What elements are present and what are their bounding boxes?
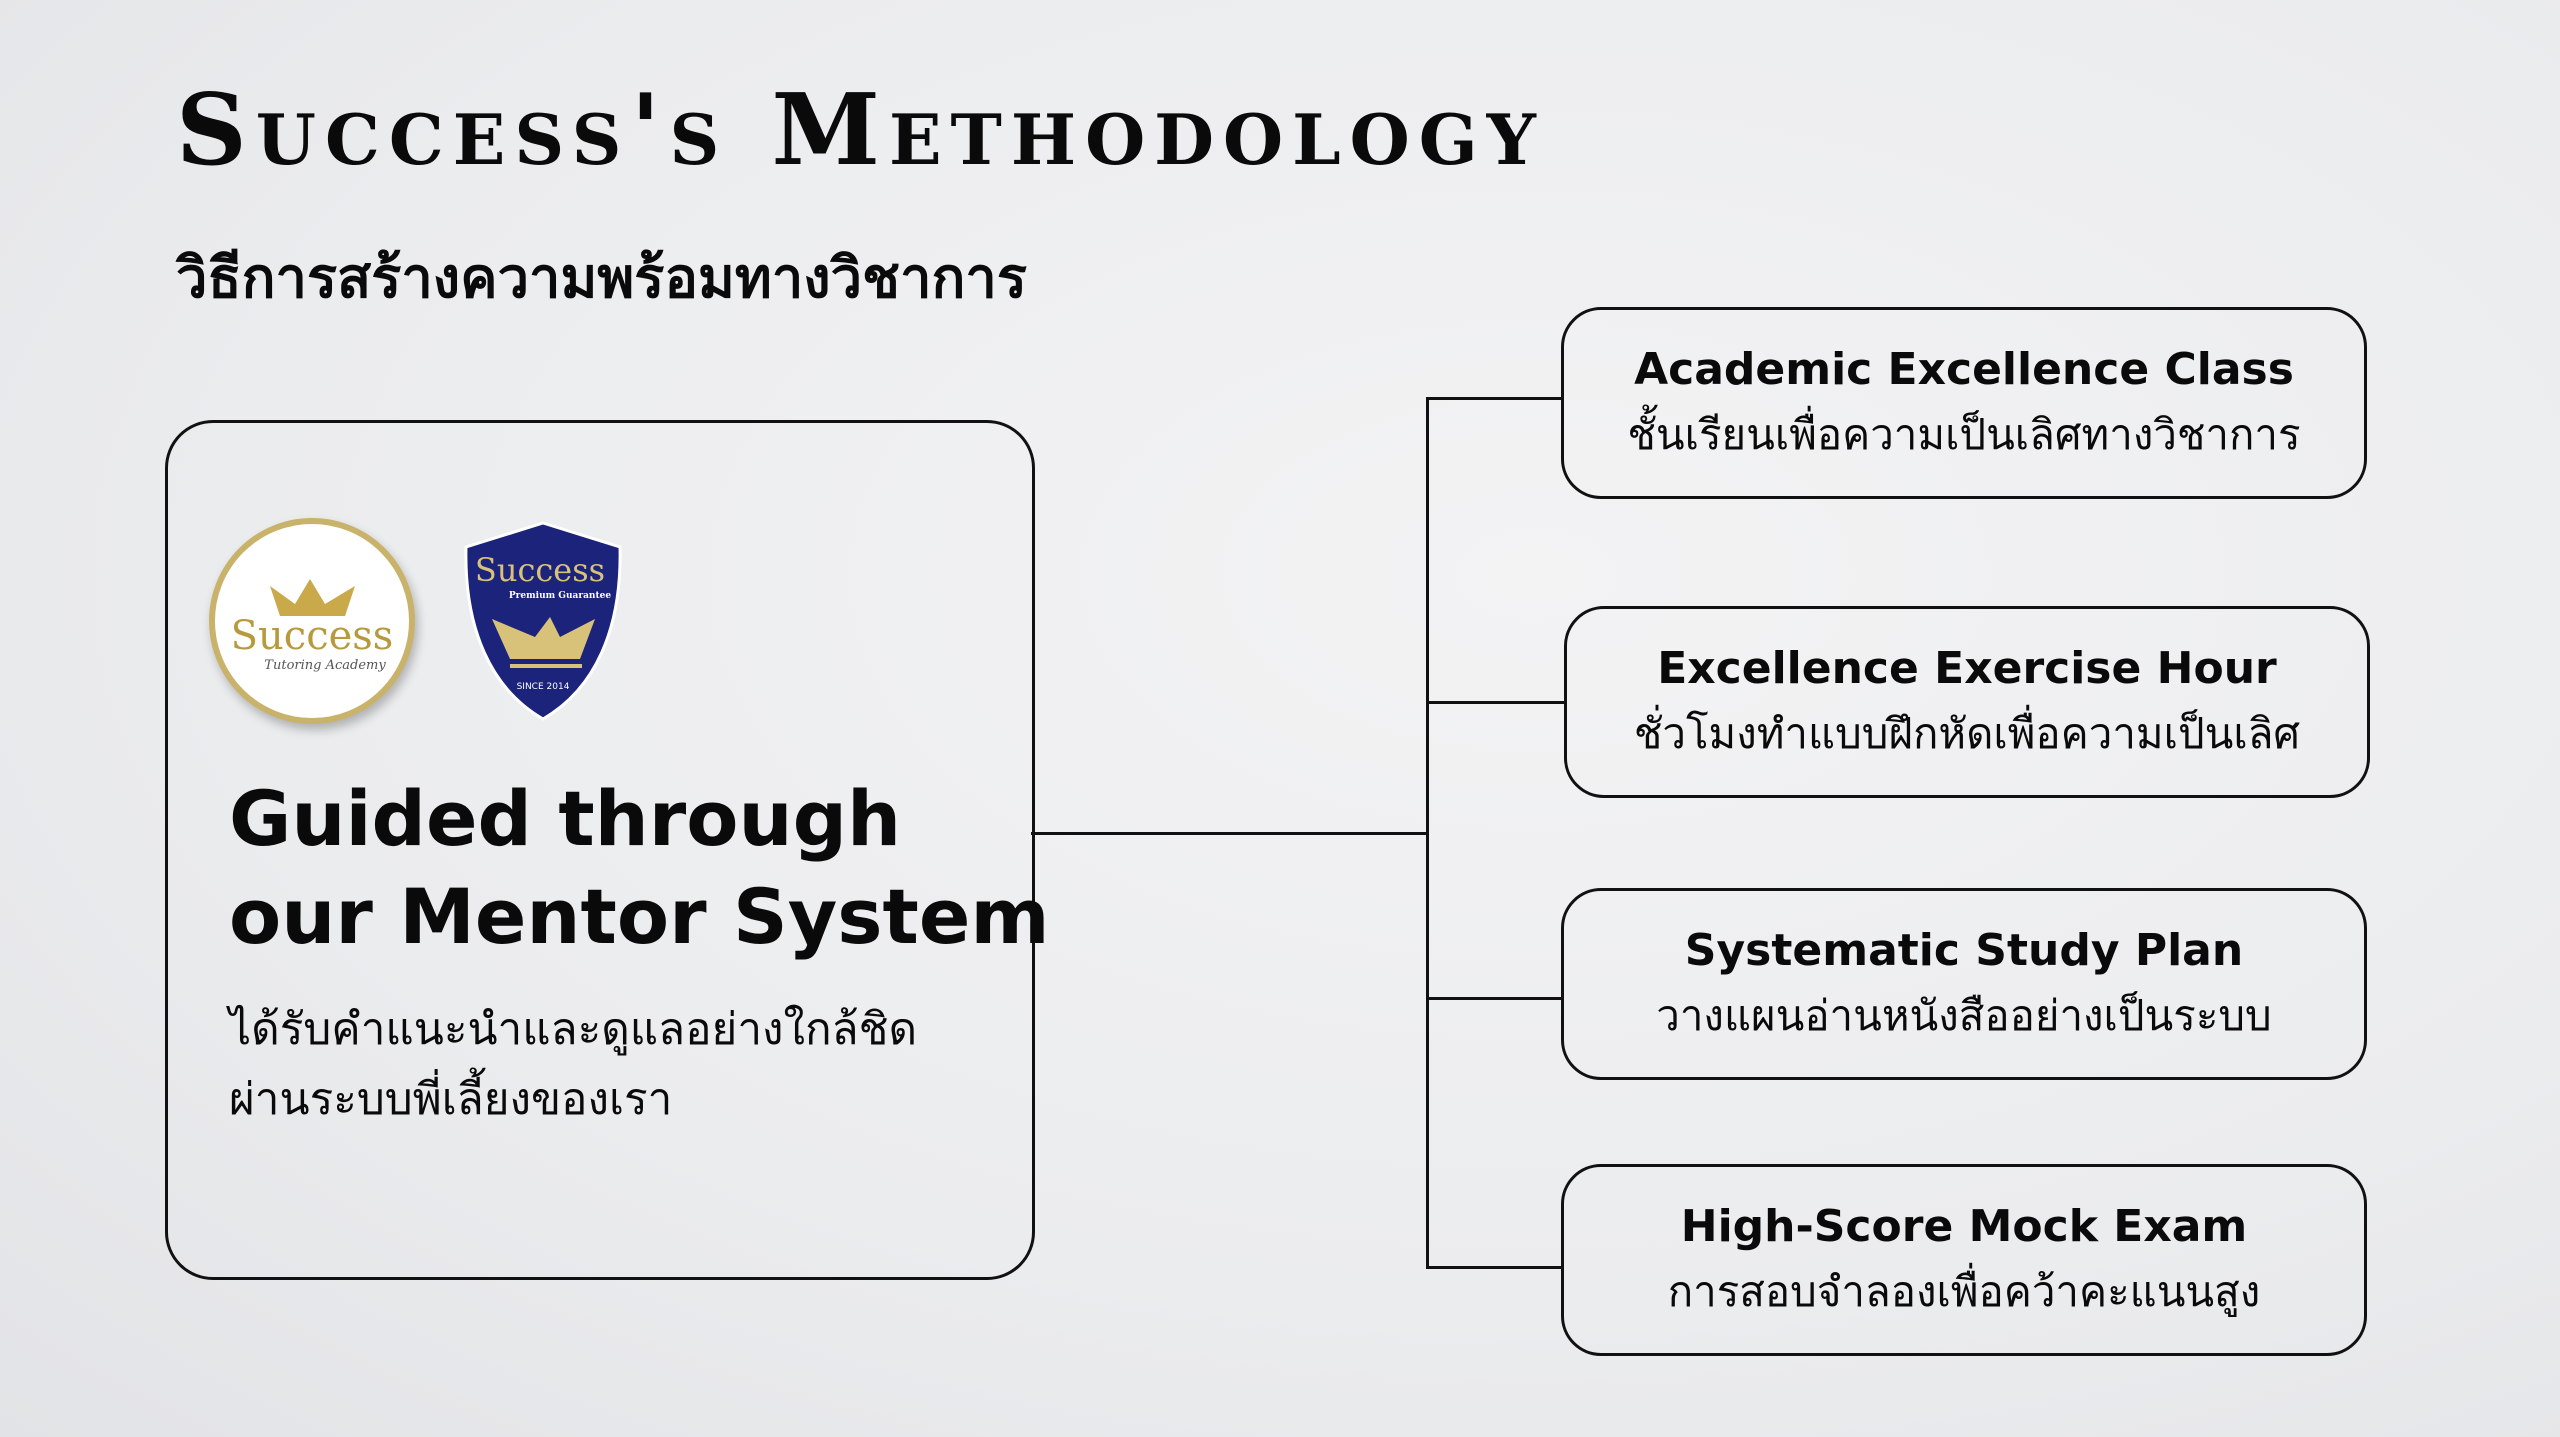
premium-guarantee-shield-logo: Success Premium Guarantee SINCE 2014 bbox=[460, 519, 626, 724]
connector-trunk bbox=[1426, 397, 1429, 1269]
svg-text:Success: Success bbox=[475, 551, 605, 589]
connector-main bbox=[1031, 832, 1428, 835]
svg-text:Tutoring Academy: Tutoring Academy bbox=[264, 658, 386, 673]
method-card-academic-excellence: Academic Excellence Class ชั้นเรียนเพื่อ… bbox=[1561, 307, 2367, 499]
page-subtitle: วิธีการสร้างความพร้อมทางวิชาการ bbox=[176, 246, 1027, 311]
card-subtitle: การสอบจำลองเพื่อคว้าคะแนนสูง bbox=[1667, 1267, 2261, 1316]
tutoring-academy-logo: Success Tutoring Academy bbox=[209, 518, 415, 724]
card-title: Excellence Exercise Hour bbox=[1657, 643, 2277, 694]
connector-branch-4 bbox=[1426, 1266, 1562, 1269]
card-title: High-Score Mock Exam bbox=[1680, 1201, 2248, 1252]
mentor-description: ได้รับคำแนะนำและดูแลอย่างใกล้ชิด ผ่านระบ… bbox=[229, 995, 917, 1135]
svg-text:Success: Success bbox=[231, 613, 394, 659]
mentor-desc-line1: ได้รับคำแนะนำและดูแลอย่างใกล้ชิด bbox=[229, 1004, 918, 1055]
mentor-title: Guided through our Mentor System bbox=[229, 770, 1050, 966]
mentor-desc-line2: ผ่านระบบพี่เลี้ยงของเรา bbox=[229, 1074, 673, 1125]
connector-branch-2 bbox=[1426, 701, 1565, 704]
card-title: Systematic Study Plan bbox=[1684, 925, 2244, 976]
method-card-exercise-hour: Excellence Exercise Hour ชั่วโมงทำแบบฝึก… bbox=[1564, 606, 2370, 798]
connector-branch-3 bbox=[1426, 997, 1562, 1000]
svg-text:SINCE 2014: SINCE 2014 bbox=[517, 682, 570, 692]
card-subtitle: วางแผนอ่านหนังสืออย่างเป็นระบบ bbox=[1656, 991, 2272, 1040]
mentor-system-box bbox=[165, 420, 1035, 1280]
card-title: Academic Excellence Class bbox=[1634, 344, 2294, 395]
connector-branch-1 bbox=[1426, 397, 1562, 400]
method-card-mock-exam: High-Score Mock Exam การสอบจำลองเพื่อคว้… bbox=[1561, 1164, 2367, 1356]
method-card-study-plan: Systematic Study Plan วางแผนอ่านหนังสืออ… bbox=[1561, 888, 2367, 1080]
page-title: Success's Methodology bbox=[176, 73, 1545, 188]
card-subtitle: ชั่วโมงทำแบบฝึกหัดเพื่อความเป็นเลิศ bbox=[1633, 709, 2301, 758]
mentor-title-line2: our Mentor System bbox=[229, 872, 1050, 961]
mentor-title-line1: Guided through bbox=[229, 774, 902, 863]
svg-text:Premium Guarantee: Premium Guarantee bbox=[509, 591, 611, 601]
card-subtitle: ชั้นเรียนเพื่อความเป็นเลิศทางวิชาการ bbox=[1627, 410, 2301, 459]
